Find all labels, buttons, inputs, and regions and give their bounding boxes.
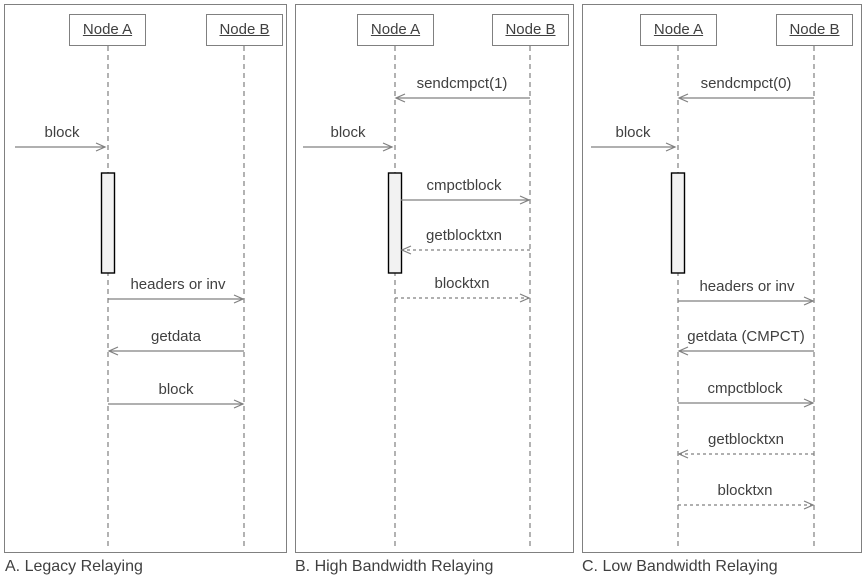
arrowhead-left-icon [394,93,406,103]
node-a-box: Node A [357,14,434,46]
panel-high-bandwidth-graphics [303,46,531,548]
message-label-getdata: getdata [150,328,202,345]
arrowhead-left-icon [677,346,689,356]
message-label-sendcmpct: sendcmpct(0) [700,75,792,92]
message-label-headers-or-inv: headers or inv [130,276,226,293]
arrowhead-right-icon [803,296,815,306]
panel-high-bandwidth-relaying: Node A Node B sendcmpct(1) block cmpctbl… [295,4,574,553]
arrowhead-left-icon [107,346,119,356]
arrowhead-right-icon [519,195,531,205]
arrowhead-right-icon [233,399,245,409]
node-a-label: Node A [82,21,133,38]
node-b-box: Node B [776,14,853,46]
arrowhead-right-icon [95,142,107,152]
arrowhead-left-icon [677,93,689,103]
message-label-getblocktxn: getblocktxn [426,227,502,244]
panel-legacy-caption: A. Legacy Relaying [5,558,143,575]
node-b-box: Node B [492,14,569,46]
message-label-block-in: block [615,124,651,141]
arrowhead-right-icon [803,398,815,408]
node-b-label: Node B [219,21,270,38]
message-label-getblocktxn: getblocktxn [708,431,784,448]
message-label-getdata-cmpct: getdata (CMPCT) [687,328,805,345]
node-a-label: Node A [653,21,704,38]
node-b-label: Node B [789,21,840,38]
message-label-cmpctblock: cmpctblock [707,380,783,397]
message-label-blocktxn: blocktxn [717,482,773,499]
arrowhead-right-icon [382,142,394,152]
message-label-block-in: block [330,124,366,141]
panel-low-bandwidth-graphics [591,46,815,548]
activation-bar [387,172,403,274]
activation-bar [100,172,116,274]
message-label-blocktxn: blocktxn [434,275,490,292]
node-a-box: Node A [69,14,146,46]
message-label-block-in: block [44,124,80,141]
message-label-block-relay: block [158,381,194,398]
message-label-headers-or-inv: headers or inv [699,278,795,295]
panel-high-bandwidth-caption: B. High Bandwidth Relaying [295,558,494,575]
node-a-label: Node A [370,21,421,38]
arrowhead-right-icon [233,294,245,304]
node-b-box: Node B [206,14,283,46]
node-b-label: Node B [505,21,556,38]
arrowhead-left-icon [677,449,689,459]
arrowhead-right-icon [803,500,815,510]
panel-legacy-relaying: Node A Node B block headers or inv getda… [4,4,287,553]
panel-low-bandwidth-caption: C. Low Bandwidth Relaying [582,558,778,575]
node-a-box: Node A [640,14,717,46]
panel-low-bandwidth-relaying: Node A Node B sendcmpct(0) block headers… [582,4,862,553]
message-label-sendcmpct: sendcmpct(1) [416,75,508,92]
panel-legacy-graphics [15,46,245,548]
arrowhead-right-icon [665,142,677,152]
activation-bar [670,172,686,274]
arrowhead-left-icon [400,245,412,255]
arrowhead-right-icon [519,293,531,303]
message-label-cmpctblock: cmpctblock [426,177,502,194]
